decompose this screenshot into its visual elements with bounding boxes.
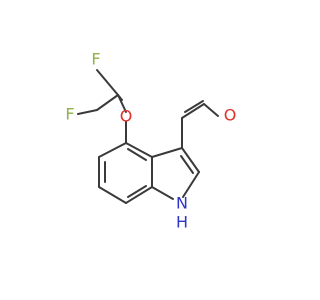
aldehyde-oxygen-label: O <box>224 106 237 125</box>
bond-cho-o <box>181 103 205 119</box>
bond-pyrrole-c3a-c3 <box>151 147 183 158</box>
bond-ring-c6-c7 <box>98 186 127 204</box>
nitrogen-label: N <box>176 194 188 213</box>
bond-ring-c4-c5 <box>98 142 127 158</box>
fluorine-label-top: F <box>91 50 100 69</box>
bond-cho-o-double <box>184 100 204 113</box>
nh-hydrogen-label: H <box>176 213 188 232</box>
bond-chf2-c <box>96 94 119 111</box>
bond-c-o-ether <box>117 94 127 113</box>
fluorine-label-left: F <box>65 105 74 124</box>
bond-pyrrole-n-c7a <box>151 186 174 200</box>
bond-ring-double-3 <box>127 148 147 161</box>
ether-oxygen-label: O <box>120 107 133 126</box>
bond-ring-c3a-c4 <box>125 142 153 158</box>
bond-f-top-c <box>96 69 119 96</box>
bond-ring-double-2 <box>127 185 147 198</box>
bond-pyrrole-double <box>180 155 194 174</box>
bond-f-left-c <box>77 109 98 115</box>
bond-pyrrole-c2-n <box>182 171 200 198</box>
molecule-diagram: F F O O N H <box>65 50 237 232</box>
bond-ring-c7-c7a <box>125 186 153 204</box>
bond-cho-o-tip <box>203 103 219 117</box>
bond-pyrrole-c3-c2 <box>181 147 200 173</box>
